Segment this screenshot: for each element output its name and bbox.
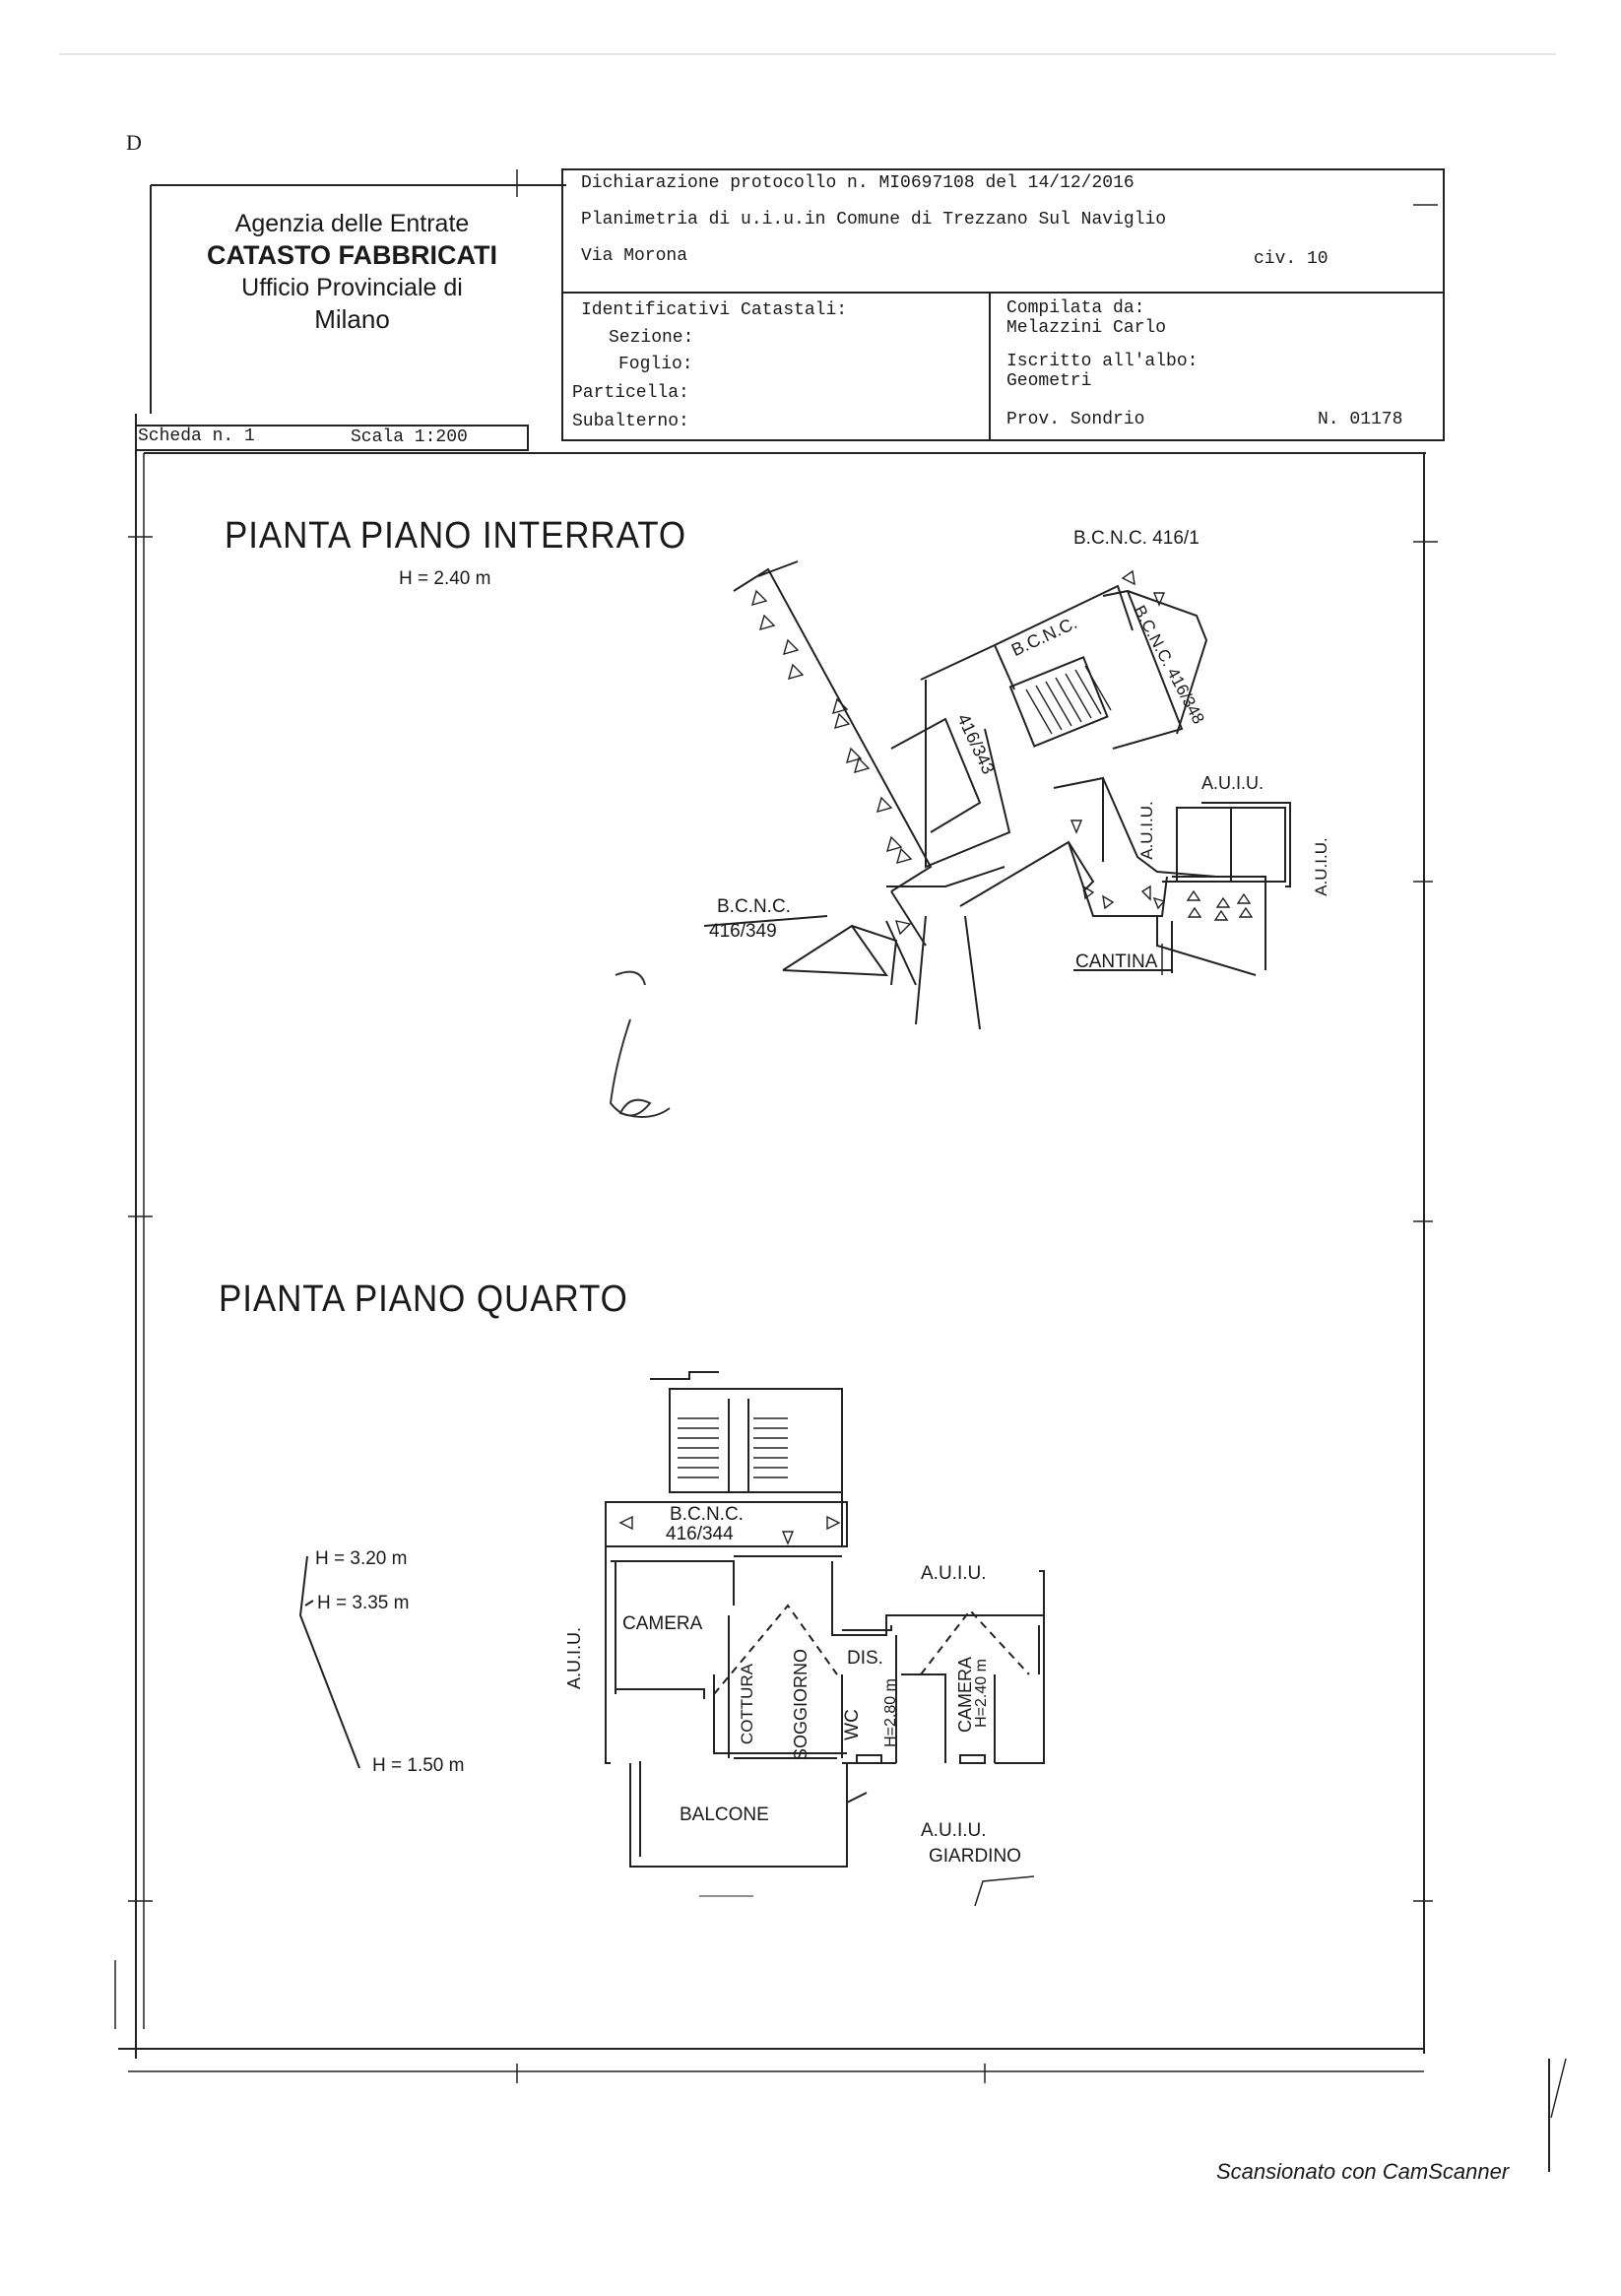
plan1-cantina: CANTINA (1075, 951, 1158, 972)
compiler-albo-label: Iscritto all'albo: (1006, 352, 1199, 371)
office-line3: Ufficio Provinciale di (241, 274, 463, 301)
compiler-label: Compilata da: (1006, 298, 1145, 318)
plan2-title: PIANTA PIANO QUARTO (219, 1279, 628, 1320)
office-line2: CATASTO FABBRICATI (207, 240, 497, 271)
declaration-plan: Planimetria di u.i.u.in Comune di Trezza… (581, 210, 1167, 230)
plan2-bcnc-a: B.C.N.C. (670, 1504, 744, 1525)
plan2-soggiorno: SOGGIORNO (791, 1648, 811, 1761)
plan2-auiu-top: A.U.I.U. (921, 1563, 987, 1584)
compiler-number: N. 01178 (1318, 410, 1403, 429)
plan2-dis: DIS. (847, 1648, 883, 1669)
plan1-bcnc-top: B.C.N.C. 416/1 (1073, 528, 1200, 549)
plan2-giardino: GIARDINO (929, 1846, 1021, 1867)
compiler-name: Melazzini Carlo (1006, 318, 1167, 338)
plan2-auiu-bottom: A.U.I.U. (921, 1820, 987, 1841)
corner-letter: D (126, 130, 142, 155)
plan1-auiu-top: A.U.I.U. (1201, 773, 1264, 793)
plan1-title: PIANTA PIANO INTERRATO (225, 515, 686, 557)
office-line1: Agenzia delle Entrate (234, 210, 470, 237)
identifiers-subalterno: Subalterno: (572, 412, 689, 431)
scanned-watermark: Scansionato con CamScanner (1216, 2159, 1510, 2184)
plan2-wc-h: H=2.80 m (881, 1678, 899, 1747)
plan2-h2: H = 3.35 m (317, 1593, 410, 1613)
plan1-bcnc-349-b: 416/349 (709, 921, 777, 942)
plan2-h1: H = 3.20 m (315, 1548, 408, 1569)
identifiers-foglio: Foglio: (618, 355, 693, 374)
identifiers-title: Identificativi Catastali: (581, 300, 848, 320)
plan2-bcnc-b: 416/344 (666, 1524, 734, 1544)
scheda-scale: Scala 1:200 (351, 427, 468, 447)
plan2-cottura: COTTURA (738, 1663, 757, 1745)
identifiers-sezione: Sezione: (609, 328, 694, 348)
compiler-albo: Geometri (1006, 371, 1092, 391)
declaration-protocol: Dichiarazione protocollo n. MI0697108 de… (581, 173, 1135, 193)
identifiers-particella: Particella: (572, 383, 689, 403)
plan2-camera2-h: H=2.40 m (972, 1659, 990, 1728)
plan2-wc: WC (841, 1709, 863, 1740)
plan1-bcnc-349-a: B.C.N.C. (717, 896, 791, 917)
office-header: Agenzia delle Entrate CATASTO FABBRICATI… (167, 209, 537, 336)
plan2-auiu-left: A.U.I.U. (564, 1626, 585, 1690)
declaration-street: Via Morona (581, 246, 688, 266)
compiler-province: Prov. Sondrio (1006, 410, 1145, 429)
plan1-height: H = 2.40 m (399, 568, 491, 589)
office-line4: Milano (314, 304, 390, 335)
scheda-label: Scheda n. 1 (138, 426, 255, 446)
plan2-camera: CAMERA (622, 1613, 703, 1634)
plan2-h3: H = 1.50 m (372, 1755, 465, 1776)
plan2-balcone: BALCONE (680, 1804, 769, 1825)
declaration-civic: civ. 10 (1254, 249, 1329, 269)
